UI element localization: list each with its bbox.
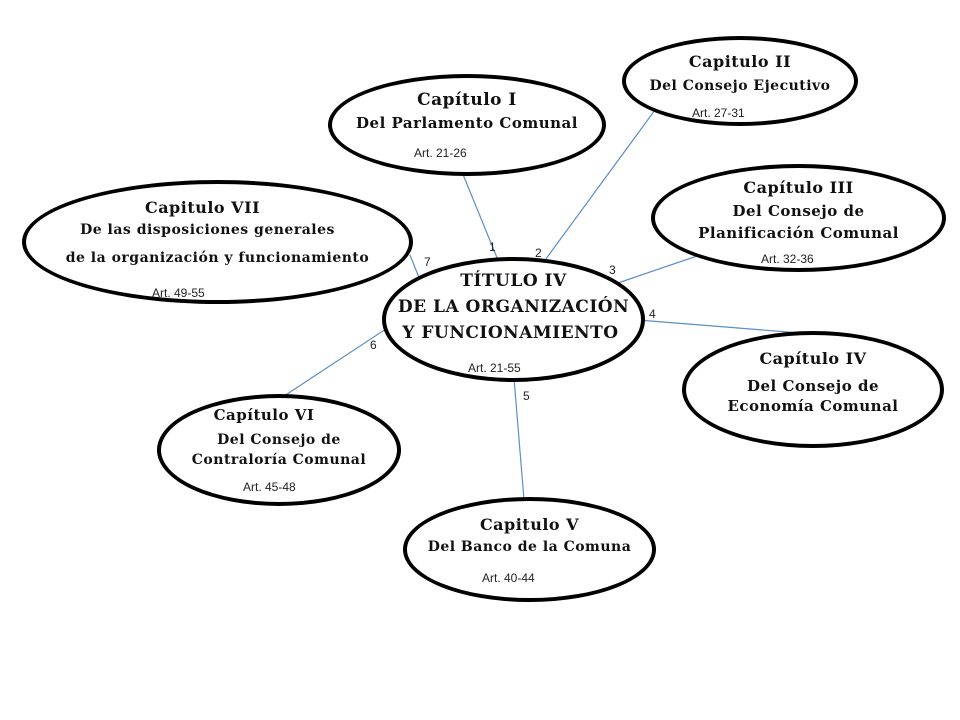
chapter-4-subtitle-2: Economía Comunal — [727, 397, 899, 415]
chapter-5-subtitle: Del Banco de la Comuna — [427, 539, 632, 555]
chapter-6-node: Capítulo VI Del Consejo de Contraloría C… — [157, 394, 401, 506]
chapter-3-title: Capítulo III — [743, 178, 854, 197]
chapter-3-subtitle-1: Del Consejo de — [732, 202, 865, 220]
chapter-2-title: Capitulo II — [688, 52, 792, 71]
chapter-3-article-range: Art. 32-36 — [761, 252, 814, 266]
chapter-5-article-range: Art. 40-44 — [482, 571, 535, 585]
chapter-4-subtitle-1: Del Consejo de — [747, 377, 879, 395]
chapter-1-title: Capítulo I — [417, 90, 517, 110]
chapter-4-node: Capítulo IV Del Consejo de Economía Comu… — [682, 331, 944, 448]
chapter-5-title: Capitulo V — [479, 515, 580, 534]
chapter-1-article-range: Art. 21-26 — [414, 146, 467, 160]
chapter-3-subtitle-2: Planificación Comunal — [698, 224, 899, 242]
center-article-range: Art. 21-55 — [468, 361, 521, 375]
connector-4 — [637, 319, 801, 334]
center-title-line-2: DE LA ORGANIZACIÓN — [397, 297, 630, 317]
chapter-6-subtitle-2: Contraloría Comunal — [191, 452, 367, 468]
chapter-2-node: Capitulo II Del Consejo Ejecutivo Art. 2… — [622, 36, 858, 126]
connector-1 — [461, 171, 501, 266]
center-title-line-1: TÍTULO IV — [460, 271, 567, 291]
connector-number-2: 2 — [535, 246, 542, 260]
connector-number-6: 6 — [370, 338, 377, 352]
chapter-4-title: Capítulo IV — [759, 349, 867, 368]
chapter-1-node: Capítulo I Del Parlamento Comunal Art. 2… — [328, 74, 606, 176]
connector-5 — [513, 377, 525, 501]
connector-3 — [611, 254, 701, 286]
center-title-line-3: Y FUNCIONAMIENTO — [402, 323, 619, 343]
chapter-7-title: Capitulo VII — [144, 198, 261, 217]
chapter-7-subtitle-2: de la organización y funcionamiento — [65, 250, 370, 266]
connector-number-1: 1 — [489, 240, 496, 254]
chapter-2-subtitle: Del Consejo Ejecutivo — [649, 78, 831, 94]
chapter-6-subtitle-1: Del Consejo de — [217, 432, 341, 448]
connector-number-3: 3 — [609, 263, 616, 277]
connector-2 — [539, 109, 656, 268]
connector-number-7: 7 — [424, 255, 431, 269]
connector-number-4: 4 — [649, 307, 656, 321]
chapter-7-subtitle-1: De las disposiciones generales — [80, 222, 335, 238]
chapter-2-article-range: Art. 27-31 — [692, 106, 745, 120]
connector-6 — [277, 324, 393, 401]
chapter-5-node: Capitulo V Del Banco de la Comuna Art. 4… — [403, 497, 656, 602]
chapter-6-title: Capítulo VI — [213, 406, 315, 424]
chapter-3-node: Capítulo III Del Consejo de Planificació… — [651, 164, 946, 272]
chapter-7-article-range: Art. 49-55 — [152, 286, 205, 300]
connector-number-5: 5 — [523, 389, 530, 403]
chapter-1-subtitle: Del Parlamento Comunal — [356, 114, 578, 132]
chapter-6-article-range: Art. 45-48 — [243, 480, 296, 494]
center-node-titulo-iv: TÍTULO IV DE LA ORGANIZACIÓN Y FUNCIONAM… — [382, 257, 645, 382]
chapter-7-node: Capitulo VII De las disposiciones genera… — [22, 180, 413, 304]
